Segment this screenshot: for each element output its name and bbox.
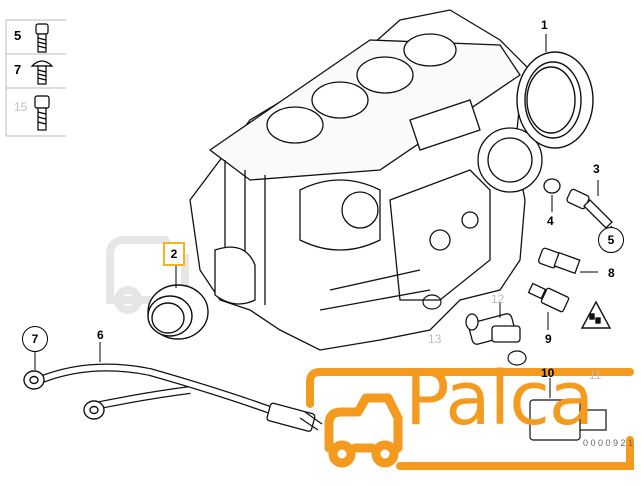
palca-logo-frame: [306, 368, 634, 470]
oil-pressure-switch-part-8: [538, 247, 581, 275]
callout-13: 13: [428, 332, 442, 346]
callout-3: 3: [593, 162, 600, 176]
o-ring-part-13: [422, 294, 442, 310]
palca-logo-text: Palca: [405, 356, 594, 442]
seal-ring-part-1: [516, 51, 594, 149]
callout-8: 8: [608, 266, 615, 280]
o-ring-part-12b: [507, 350, 527, 366]
callout-12: 12: [491, 292, 505, 306]
hardware-legend: 5 7 15: [8, 14, 66, 142]
callout-5: 5: [598, 227, 624, 253]
callout-2[interactable]: 2: [163, 242, 185, 266]
callout-11: 11: [589, 368, 602, 382]
legend-item: 15: [8, 92, 66, 126]
temp-sensor-part-9: [527, 282, 570, 313]
solenoid-valve-part-12: [465, 313, 521, 345]
knock-sensor-harness-part-6: [38, 363, 323, 432]
callout-7: 7: [22, 326, 48, 352]
engine-block: [189, 9, 543, 351]
crank-sensor-part-3: [566, 188, 613, 229]
bolt-icon: [34, 95, 50, 131]
legend-item: 5: [8, 20, 66, 54]
seal-ring-part-2: [147, 284, 209, 340]
callout-9: 9: [545, 332, 552, 346]
palca-logo-car-icon: [324, 393, 403, 468]
warning-triangle-icon: [580, 300, 612, 329]
bolt-icon: [35, 23, 49, 53]
legend-number: 5: [14, 28, 22, 43]
legend-frame: [5, 19, 66, 137]
legend-item: 7: [8, 54, 66, 88]
callout-4: 4: [547, 214, 554, 228]
o-ring-part-4: [543, 178, 561, 194]
legend-number: 15: [14, 100, 28, 114]
part-code: 0 0 0 0 9 2 1: [583, 438, 634, 448]
callout-6: 6: [97, 328, 104, 342]
bolt-icon: [30, 60, 54, 85]
callout-10: 10: [541, 366, 555, 380]
legend-number: 7: [14, 62, 22, 77]
callout-1: 1: [541, 18, 548, 32]
sensor-part-10: [529, 399, 607, 441]
knock-sensor-eyelet: [23, 370, 105, 420]
